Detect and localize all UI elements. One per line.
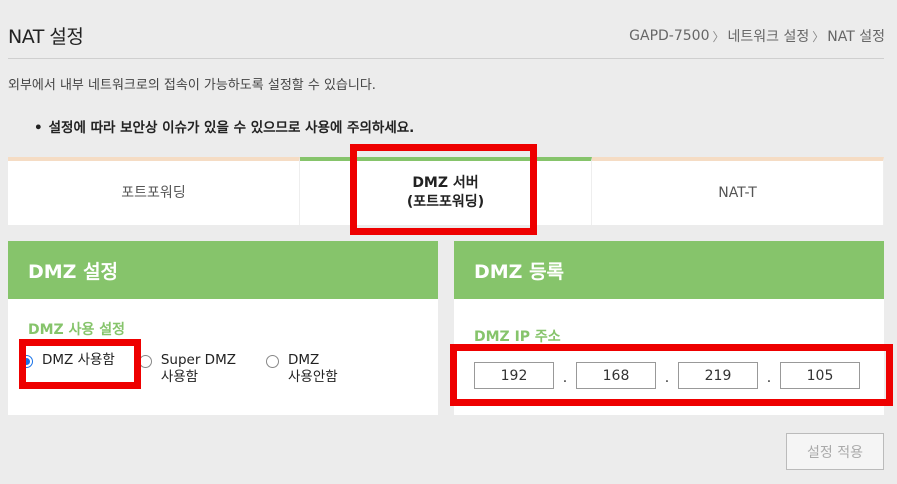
radio-label: DMZ 사용함 (42, 352, 115, 368)
ip-octet-1[interactable]: 192 (474, 362, 554, 389)
dmz-mode-radio-group: DMZ 사용함 Super DMZ 사용함 DMZ 사용안함 (20, 352, 368, 386)
tab-dmz-server[interactable]: DMZ 서버 (포트포워딩) (300, 157, 592, 225)
tab-label-line2: (포트포워딩) (406, 194, 485, 210)
tab-label: NAT-T (718, 184, 757, 201)
breadcrumb-device[interactable]: GAPD-7500 (629, 28, 710, 44)
radio-label-line1: Super DMZ (160, 352, 236, 368)
page-header: NAT 설정 GAPD-7500 〉 네트워크 설정 〉 NAT 설정 (0, 0, 897, 60)
radio-dmz-disable[interactable]: DMZ 사용안함 (265, 352, 338, 386)
dmz-use-label: DMZ 사용 설정 (28, 322, 125, 338)
dmz-ip-label: DMZ IP 주소 (474, 329, 561, 345)
tab-nat-t[interactable]: NAT-T (592, 157, 884, 225)
breadcrumb: GAPD-7500 〉 네트워크 설정 〉 NAT 설정 (629, 26, 885, 46)
tab-label: 포트포워딩 (121, 184, 186, 201)
dmz-ip-inputs: 192 . 168 . 219 . 105 (474, 362, 860, 389)
highlight-ip-inputs (450, 344, 893, 406)
highlight-dmz-tab (350, 144, 537, 235)
radio-label-line2: 사용안함 (287, 369, 338, 385)
breadcrumb-network-settings[interactable]: 네트워크 설정 (727, 29, 810, 45)
breadcrumb-separator: 〉 (712, 29, 725, 44)
ip-dot: . (562, 370, 568, 386)
radio-label: DMZ 사용안함 (288, 352, 338, 386)
warning-note: • 설정에 따라 보안상 이슈가 있을 수 있으므로 사용에 주의하세요. (34, 116, 414, 136)
ip-octet-3[interactable]: 219 (678, 362, 758, 389)
page-title: NAT 설정 (8, 26, 84, 48)
dmz-settings-card: DMZ 설정 DMZ 사용 설정 (8, 241, 438, 415)
ip-octet-4[interactable]: 105 (780, 362, 860, 389)
ip-octet-2[interactable]: 168 (576, 362, 656, 389)
ip-dot: . (766, 370, 772, 386)
header-divider (8, 58, 884, 59)
radio-label-line2: 사용함 (160, 369, 199, 385)
bullet-icon: • (34, 120, 43, 136)
radio-label-line1: DMZ (287, 352, 320, 368)
radio-dmz-enable[interactable]: DMZ 사용함 (20, 352, 115, 386)
tab-label-line1: DMZ 서버 (412, 175, 479, 191)
apply-settings-button[interactable]: 설정 적용 (786, 433, 884, 470)
warning-text: 설정에 따라 보안상 이슈가 있을 수 있으므로 사용에 주의하세요. (48, 120, 415, 136)
breadcrumb-separator: 〉 (812, 29, 825, 44)
radio-super-dmz[interactable]: Super DMZ 사용함 (138, 352, 236, 386)
highlight-dmz-enable (19, 339, 141, 389)
breadcrumb-nat-settings: NAT 설정 (827, 29, 885, 45)
tab-port-forwarding[interactable]: 포트포워딩 (8, 157, 300, 225)
page-description: 외부에서 내부 네트워크로의 접속이 가능하도록 설정할 수 있습니다. (8, 78, 376, 93)
nat-tabs: 포트포워딩 DMZ 서버 (포트포워딩) NAT-T (8, 157, 884, 225)
dmz-settings-header: DMZ 설정 (8, 241, 438, 299)
ip-dot: . (664, 370, 670, 386)
radio-unchecked-icon[interactable] (265, 355, 279, 368)
dmz-register-header: DMZ 등록 (454, 241, 884, 299)
radio-label: Super DMZ 사용함 (161, 352, 236, 386)
